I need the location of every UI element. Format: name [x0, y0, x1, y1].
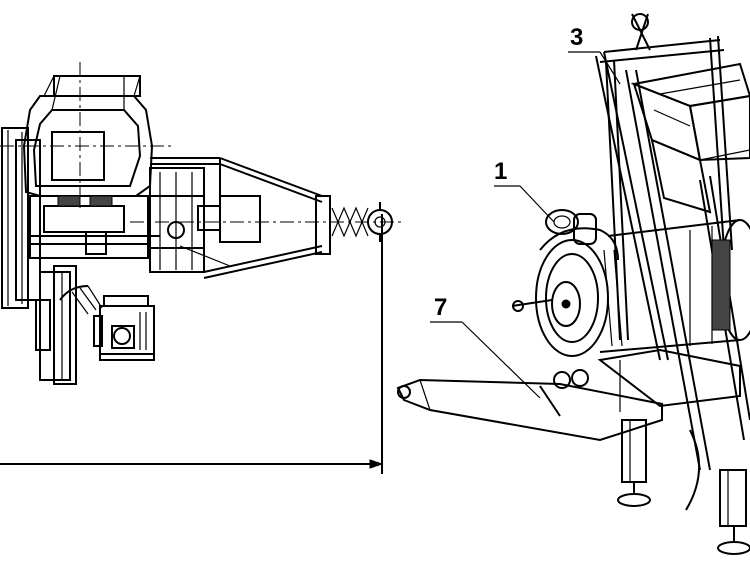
- callout-label-1: 1: [494, 158, 508, 185]
- lifting-mast: [595, 13, 733, 361]
- callout-label-3: 3: [570, 24, 584, 51]
- drum-body: [1, 127, 41, 309]
- dimension-line: [0, 214, 384, 474]
- support-legs: [617, 419, 750, 555]
- guide-rails: [625, 69, 750, 471]
- side-view-drawing: [0, 62, 404, 474]
- isometric-view-drawing: [396, 13, 750, 555]
- hopper: [22, 75, 154, 197]
- chassis-drawbar: [396, 348, 741, 442]
- rotor-assembly: [149, 167, 261, 273]
- mixer-drum: [599, 219, 750, 353]
- tow-hitch: [331, 202, 393, 242]
- electric-motor: [93, 295, 155, 361]
- gearbox-frame: [29, 195, 160, 259]
- wheel-assembly: [35, 265, 103, 385]
- towbar-frame: [130, 157, 404, 279]
- loading-bucket: [630, 62, 750, 214]
- pump-unit: [511, 209, 623, 357]
- callout-label-7: 7: [434, 294, 448, 321]
- callout-leaders: [430, 51, 621, 399]
